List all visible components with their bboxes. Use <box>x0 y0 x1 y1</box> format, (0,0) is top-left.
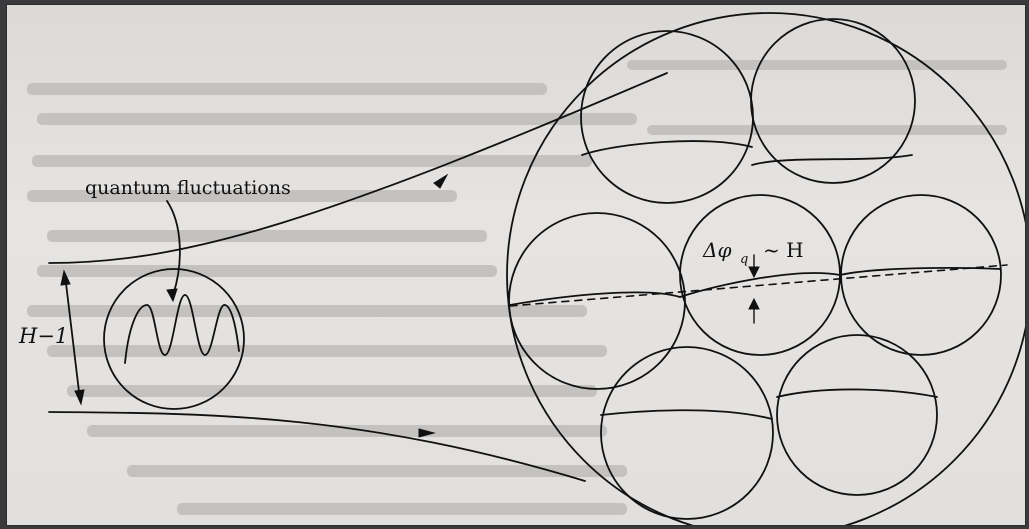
subregion-mid-right <box>840 194 1002 356</box>
quantum-fluctuations-label: quantum fluctuations <box>85 177 291 199</box>
arrowhead-top <box>433 173 449 189</box>
hubble-radius-arrow <box>64 274 81 401</box>
arrowhead-bottom <box>418 428 436 438</box>
subregion-bottom-right <box>776 334 938 496</box>
fluctuation-wave <box>124 294 240 364</box>
expansion-curve-top <box>48 72 668 264</box>
mean-field-dashed-line <box>509 264 1008 307</box>
subregion-center <box>679 194 841 356</box>
delta-phi-subscript: q <box>740 252 748 267</box>
subregion-top-left <box>580 30 754 204</box>
page-bleed-through <box>27 60 1007 515</box>
label-pointer <box>166 200 181 296</box>
expansion-curve-bottom <box>48 411 586 482</box>
delta-phi-label: Δφ <box>702 238 731 262</box>
book-page: quantum fluctuations H−1 Δφ q ~ H <box>6 4 1026 526</box>
expanded-region-circle <box>506 12 1025 525</box>
subregion-bottom-left <box>600 346 774 520</box>
sim-h-label: ~ H <box>763 238 804 262</box>
hubble-radius-arrowhead-bottom <box>74 389 85 406</box>
hubble-patch-circle <box>103 268 245 410</box>
hubble-radius-arrowhead-top <box>60 269 71 286</box>
hubble-radius-label: H−1 <box>18 324 68 348</box>
subregion-top-right <box>750 18 916 184</box>
label-pointer-head <box>166 288 178 303</box>
inflation-diagram: quantum fluctuations H−1 Δφ q ~ H <box>18 12 1025 525</box>
